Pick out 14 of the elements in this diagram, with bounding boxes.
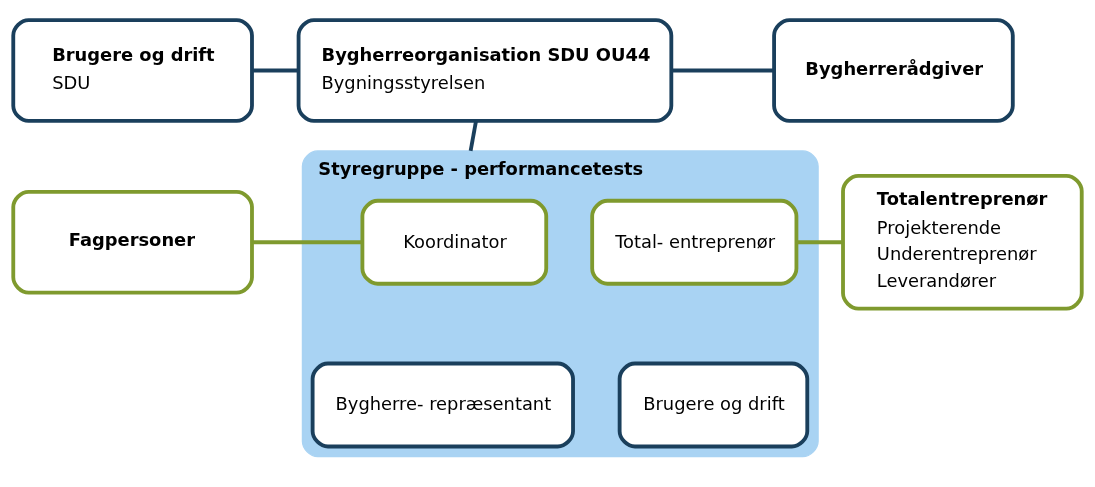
node-box: Totalentreprenør Projekterende Underentreprenør Leverandører — [841, 173, 1084, 311]
connector — [671, 68, 774, 73]
node-box: Fagpersoner — [11, 189, 254, 295]
node-box: Total- entreprenør — [590, 198, 799, 286]
node-box: Brugere og drift SDU — [11, 18, 254, 123]
connector — [252, 68, 299, 73]
node-box: Bygherre- repræsentant — [310, 361, 575, 449]
node-box: Brugere og drift — [617, 361, 810, 449]
connector — [796, 240, 843, 245]
node-box: Koordinator — [360, 198, 549, 286]
node-box: Bygherreorganisation SDU OU44 Bygningsstyrelsen — [296, 18, 674, 123]
connector — [468, 120, 478, 152]
connector — [252, 240, 363, 245]
node-box: Bygherrerådgiver — [772, 18, 1015, 123]
